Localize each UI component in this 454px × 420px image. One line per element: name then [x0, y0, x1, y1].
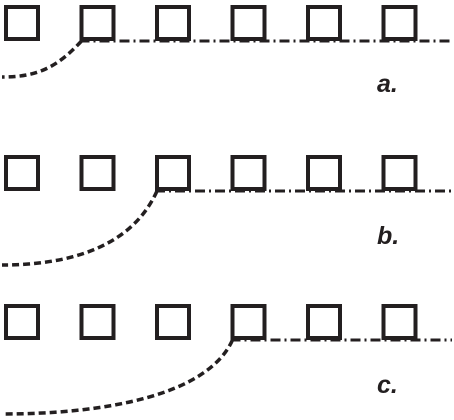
square: [79, 155, 116, 191]
panel-c: [1, 304, 452, 416]
square: [306, 304, 342, 340]
square: [230, 155, 267, 191]
square: [230, 5, 267, 41]
square: [79, 304, 116, 340]
panel-c-label: c.: [377, 371, 398, 399]
square: [306, 155, 342, 191]
square: [381, 304, 418, 340]
square: [306, 5, 342, 41]
dashed-curve: [1, 190, 159, 267]
square: [79, 5, 116, 41]
panel-a: [1, 5, 452, 79]
square: [4, 155, 40, 191]
square: [155, 5, 191, 41]
square: [381, 155, 418, 191]
square: [4, 304, 40, 340]
dashed-curve: [1, 39, 83, 79]
panel-b-label: b.: [377, 222, 400, 250]
panel-b: [1, 155, 452, 267]
square: [155, 304, 191, 340]
panel-a-label: a.: [377, 70, 398, 98]
square: [381, 5, 418, 41]
dashed-curve: [1, 339, 235, 416]
square: [230, 304, 267, 340]
square: [155, 155, 191, 191]
square: [4, 5, 40, 41]
